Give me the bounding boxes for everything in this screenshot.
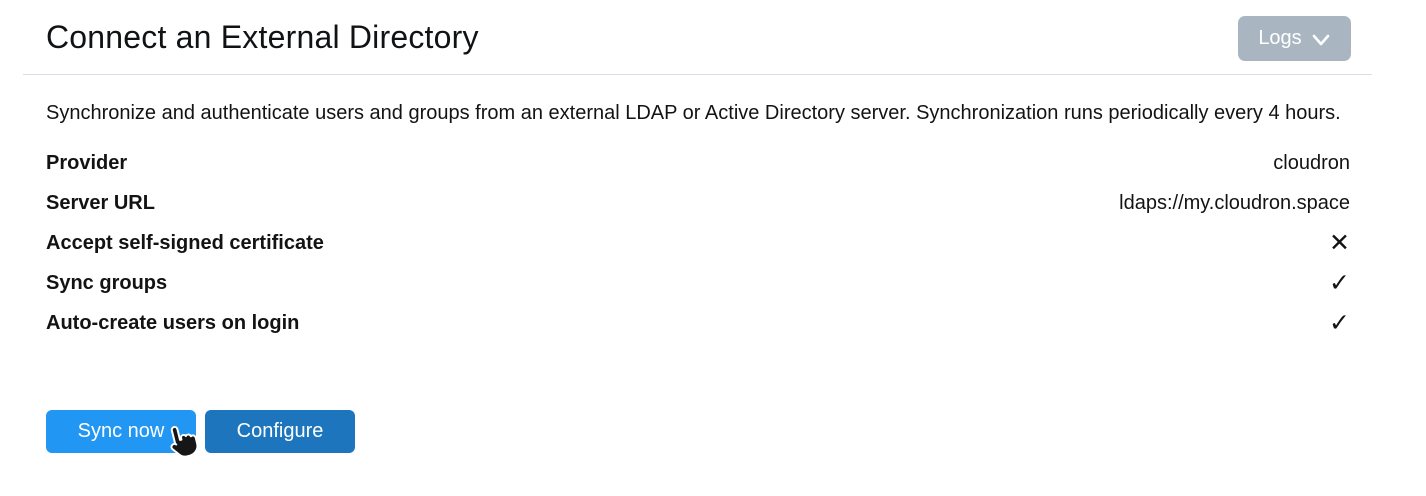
settings-list: Provider cloudron Server URL ldaps://my.… [46,143,1350,343]
row-sync-groups: Sync groups ✓ [46,263,1350,303]
server-url-value: ldaps://my.cloudron.space [1119,191,1350,214]
panel-header: Connect an External Directory Logs [0,0,1426,74]
logs-dropdown-button[interactable]: Logs [1238,16,1351,61]
configure-button[interactable]: Configure [205,410,355,453]
row-self-signed-certificate: Accept self-signed certificate ✕ [46,223,1350,263]
row-server-url: Server URL ldaps://my.cloudron.space [46,183,1350,223]
sync-groups-label: Sync groups [46,271,168,294]
row-provider: Provider cloudron [46,143,1350,183]
server-url-label: Server URL [46,191,155,214]
provider-label: Provider [46,151,128,174]
check-icon: ✓ [1329,268,1350,297]
sync-now-button[interactable]: Sync now [46,410,196,453]
header-divider [23,74,1372,75]
logs-button-label: Logs [1258,27,1302,49]
chevron-down-icon [1311,33,1331,47]
check-icon: ✓ [1329,308,1350,337]
cross-icon: ✕ [1329,228,1350,257]
action-buttons: Sync now Configure [46,410,355,453]
description-text: Synchronize and authenticate users and g… [46,102,1341,124]
auto-create-users-label: Auto-create users on login [46,311,300,334]
self-signed-certificate-label: Accept self-signed certificate [46,231,324,254]
page-title: Connect an External Directory [46,18,479,55]
row-auto-create-users: Auto-create users on login ✓ [46,303,1350,343]
provider-value: cloudron [1273,151,1350,174]
